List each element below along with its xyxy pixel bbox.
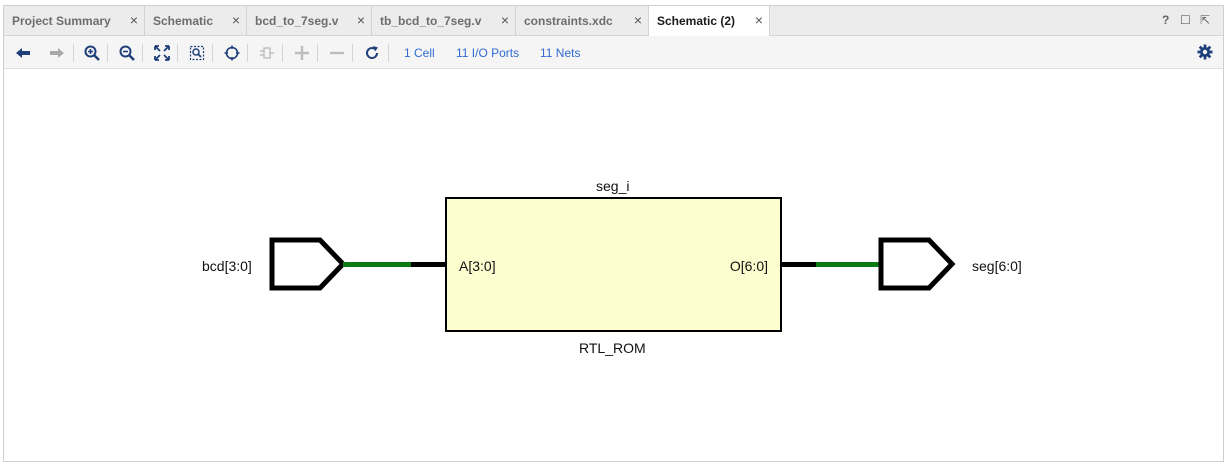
input-port-label: bcd[3:0] xyxy=(202,258,252,274)
tab-label: bcd_to_7seg.v xyxy=(255,14,339,28)
collapse-icon[interactable] xyxy=(327,43,347,63)
tab-constraints[interactable]: constraints.xdc × xyxy=(516,6,649,36)
gear-icon[interactable] xyxy=(1197,44,1213,63)
close-icon[interactable]: × xyxy=(633,12,642,28)
nets-link[interactable]: 11 Nets xyxy=(540,46,581,60)
help-icon[interactable]: ? xyxy=(1162,13,1170,27)
toolbar-separator xyxy=(247,44,248,62)
tab-tb-bcd-to-7seg[interactable]: tb_bcd_to_7seg.v × xyxy=(372,6,516,36)
zoom-fit-icon[interactable] xyxy=(152,43,172,63)
toolbar-separator xyxy=(388,44,389,62)
zoom-in-icon[interactable] xyxy=(82,43,102,63)
zoom-out-icon[interactable] xyxy=(117,43,137,63)
tab-label: Project Summary xyxy=(12,14,111,28)
toolbar-separator xyxy=(107,44,108,62)
toolbar-separator xyxy=(317,44,318,62)
tab-project-summary[interactable]: Project Summary × xyxy=(4,6,145,36)
close-icon[interactable]: × xyxy=(500,12,509,28)
toolbar-separator xyxy=(352,44,353,62)
float-icon[interactable]: ⇱ xyxy=(1200,13,1211,27)
close-icon[interactable]: × xyxy=(356,12,365,28)
tab-bcd-to-7seg[interactable]: bcd_to_7seg.v × xyxy=(247,6,372,36)
tab-label: Schematic (2) xyxy=(657,14,736,28)
output-pin-label: O[6:0] xyxy=(729,258,768,274)
instance-name-label: seg_i xyxy=(596,178,630,194)
close-icon[interactable]: × xyxy=(231,12,240,28)
toolbar-separator xyxy=(282,44,283,62)
cell-type-label: RTL_ROM xyxy=(579,340,646,356)
close-icon[interactable]: × xyxy=(129,12,138,28)
tab-label: tb_bcd_to_7seg.v xyxy=(380,14,482,28)
toolbar-separator xyxy=(142,44,143,62)
schematic-window: Project Summary × Schematic × bcd_to_7se… xyxy=(3,5,1224,462)
toolbar-separator xyxy=(212,44,213,62)
toolbar: 1 Cell 11 I/O Ports 11 Nets xyxy=(4,36,1223,69)
tab-schematic[interactable]: Schematic × xyxy=(145,6,247,36)
tab-label: constraints.xdc xyxy=(524,14,613,28)
ungroup-icon[interactable] xyxy=(257,43,277,63)
input-net-wire[interactable] xyxy=(343,262,411,267)
tab-label: Schematic xyxy=(153,14,214,28)
io-ports-link[interactable]: 11 I/O Ports xyxy=(456,46,520,60)
schematic-canvas[interactable]: bcd[3:0] seg_i A[3:0] O[6:0] RTL_ROM seg… xyxy=(4,69,1223,461)
forward-icon[interactable] xyxy=(47,43,67,63)
toolbar-separator xyxy=(73,44,74,62)
input-pin-stub xyxy=(411,262,445,267)
tab-bar: Project Summary × Schematic × bcd_to_7se… xyxy=(4,6,1223,37)
select-icon[interactable] xyxy=(222,43,242,63)
rtl-rom-cell[interactable]: A[3:0] O[6:0] xyxy=(445,197,782,332)
output-port-symbol[interactable] xyxy=(878,237,958,293)
output-net-wire[interactable] xyxy=(816,262,881,267)
refresh-icon[interactable] xyxy=(362,43,382,63)
toolbar-separator xyxy=(177,44,178,62)
restore-icon[interactable]: ☐ xyxy=(1180,13,1191,27)
cells-link[interactable]: 1 Cell xyxy=(404,46,435,60)
back-icon[interactable] xyxy=(13,43,33,63)
tab-schematic-2[interactable]: Schematic (2) × xyxy=(649,6,770,37)
input-pin-label: A[3:0] xyxy=(459,258,496,274)
output-pin-stub xyxy=(782,262,816,267)
zoom-area-icon[interactable] xyxy=(187,43,207,63)
input-port-symbol[interactable] xyxy=(269,237,349,293)
close-icon[interactable]: × xyxy=(754,12,763,28)
expand-icon[interactable] xyxy=(292,43,312,63)
output-port-label: seg[6:0] xyxy=(972,258,1022,274)
